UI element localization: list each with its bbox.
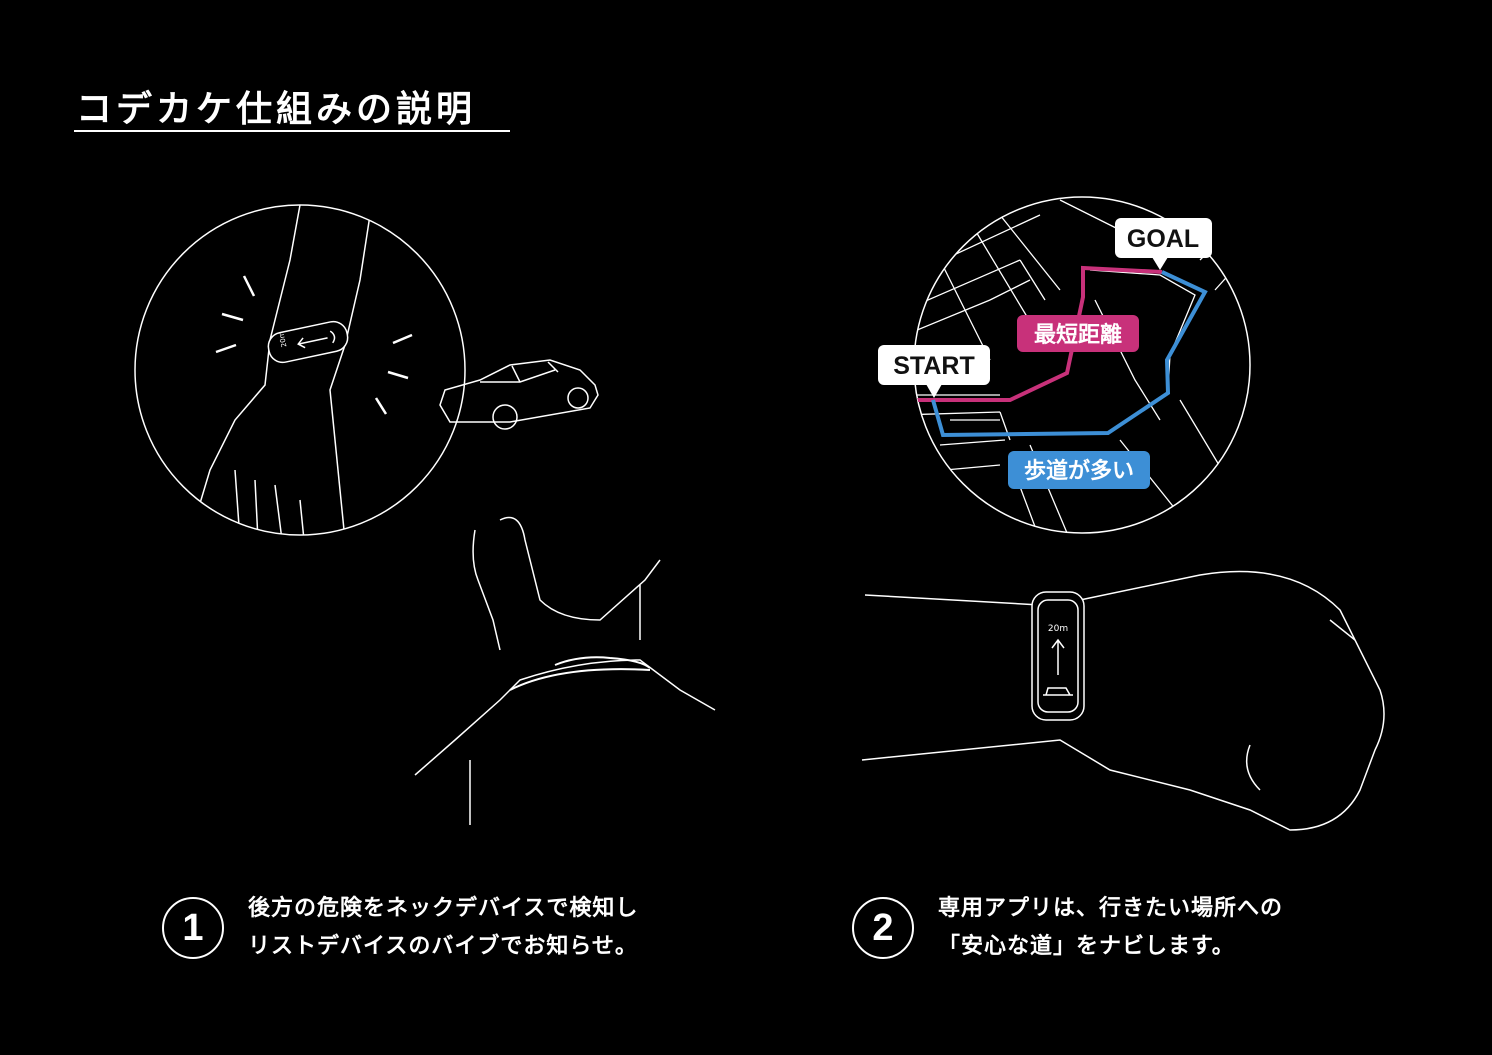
person-back-drawing — [414, 516, 716, 825]
device-distance-label: 20m — [277, 331, 288, 348]
step-1: 1 後方の危険をネックデバイスで検知し リストデバイスのバイブでお知らせ。 — [162, 890, 638, 966]
step-2: 2 専用アプリは、行きたい場所への 「安心な道」をナビします。 — [852, 890, 1283, 966]
car-small-icon — [1043, 687, 1073, 696]
wrist-closeup-circle: 20m — [134, 204, 599, 536]
step-description: 後方の危険をネックデバイスで検知し リストデバイスのバイブでお知らせ。 — [248, 890, 638, 966]
vibration-marks-icon — [215, 275, 413, 415]
sidewalk-route-label: 歩道が多い — [1024, 458, 1134, 484]
arrow-up-icon — [1051, 638, 1065, 675]
shortest-route-tag: 最短距離 — [1017, 315, 1139, 352]
step-line: 専用アプリは、行きたい場所への — [938, 896, 1284, 921]
sidewalk-route-line — [931, 270, 1208, 438]
wrist-arm-drawing — [194, 205, 371, 535]
step-number-badge: 1 — [162, 897, 224, 959]
wrist-device: 20m — [267, 320, 349, 364]
step-line: 「安心な道」をナビします。 — [938, 934, 1235, 959]
wrist-band-drawing: 20m — [861, 570, 1385, 831]
step-description: 専用アプリは、行きたい場所への 「安心な道」をナビします。 — [938, 890, 1283, 966]
start-marker: START — [878, 345, 990, 398]
sidewalk-route-tag: 歩道が多い — [1008, 451, 1150, 489]
step-number-badge: 2 — [852, 897, 914, 959]
wrist-device-2: 20m — [1031, 591, 1085, 721]
page-title: コデカケ仕組みの説明 — [76, 89, 477, 130]
goal-marker: GOAL — [1115, 218, 1212, 270]
device-distance-label-2: 20m — [1048, 624, 1068, 634]
step-line: リストデバイスのバイブでお知らせ。 — [248, 934, 638, 959]
start-label: START — [893, 352, 974, 380]
car-icon — [439, 359, 599, 430]
step-line: 後方の危険をネックデバイスで検知し — [248, 896, 639, 921]
shortest-route-label: 最短距離 — [1034, 322, 1122, 348]
title-underline — [74, 130, 510, 132]
goal-label: GOAL — [1127, 225, 1199, 253]
route-map-circle: GOAL START 最短距離 歩道が多い — [878, 196, 1251, 534]
